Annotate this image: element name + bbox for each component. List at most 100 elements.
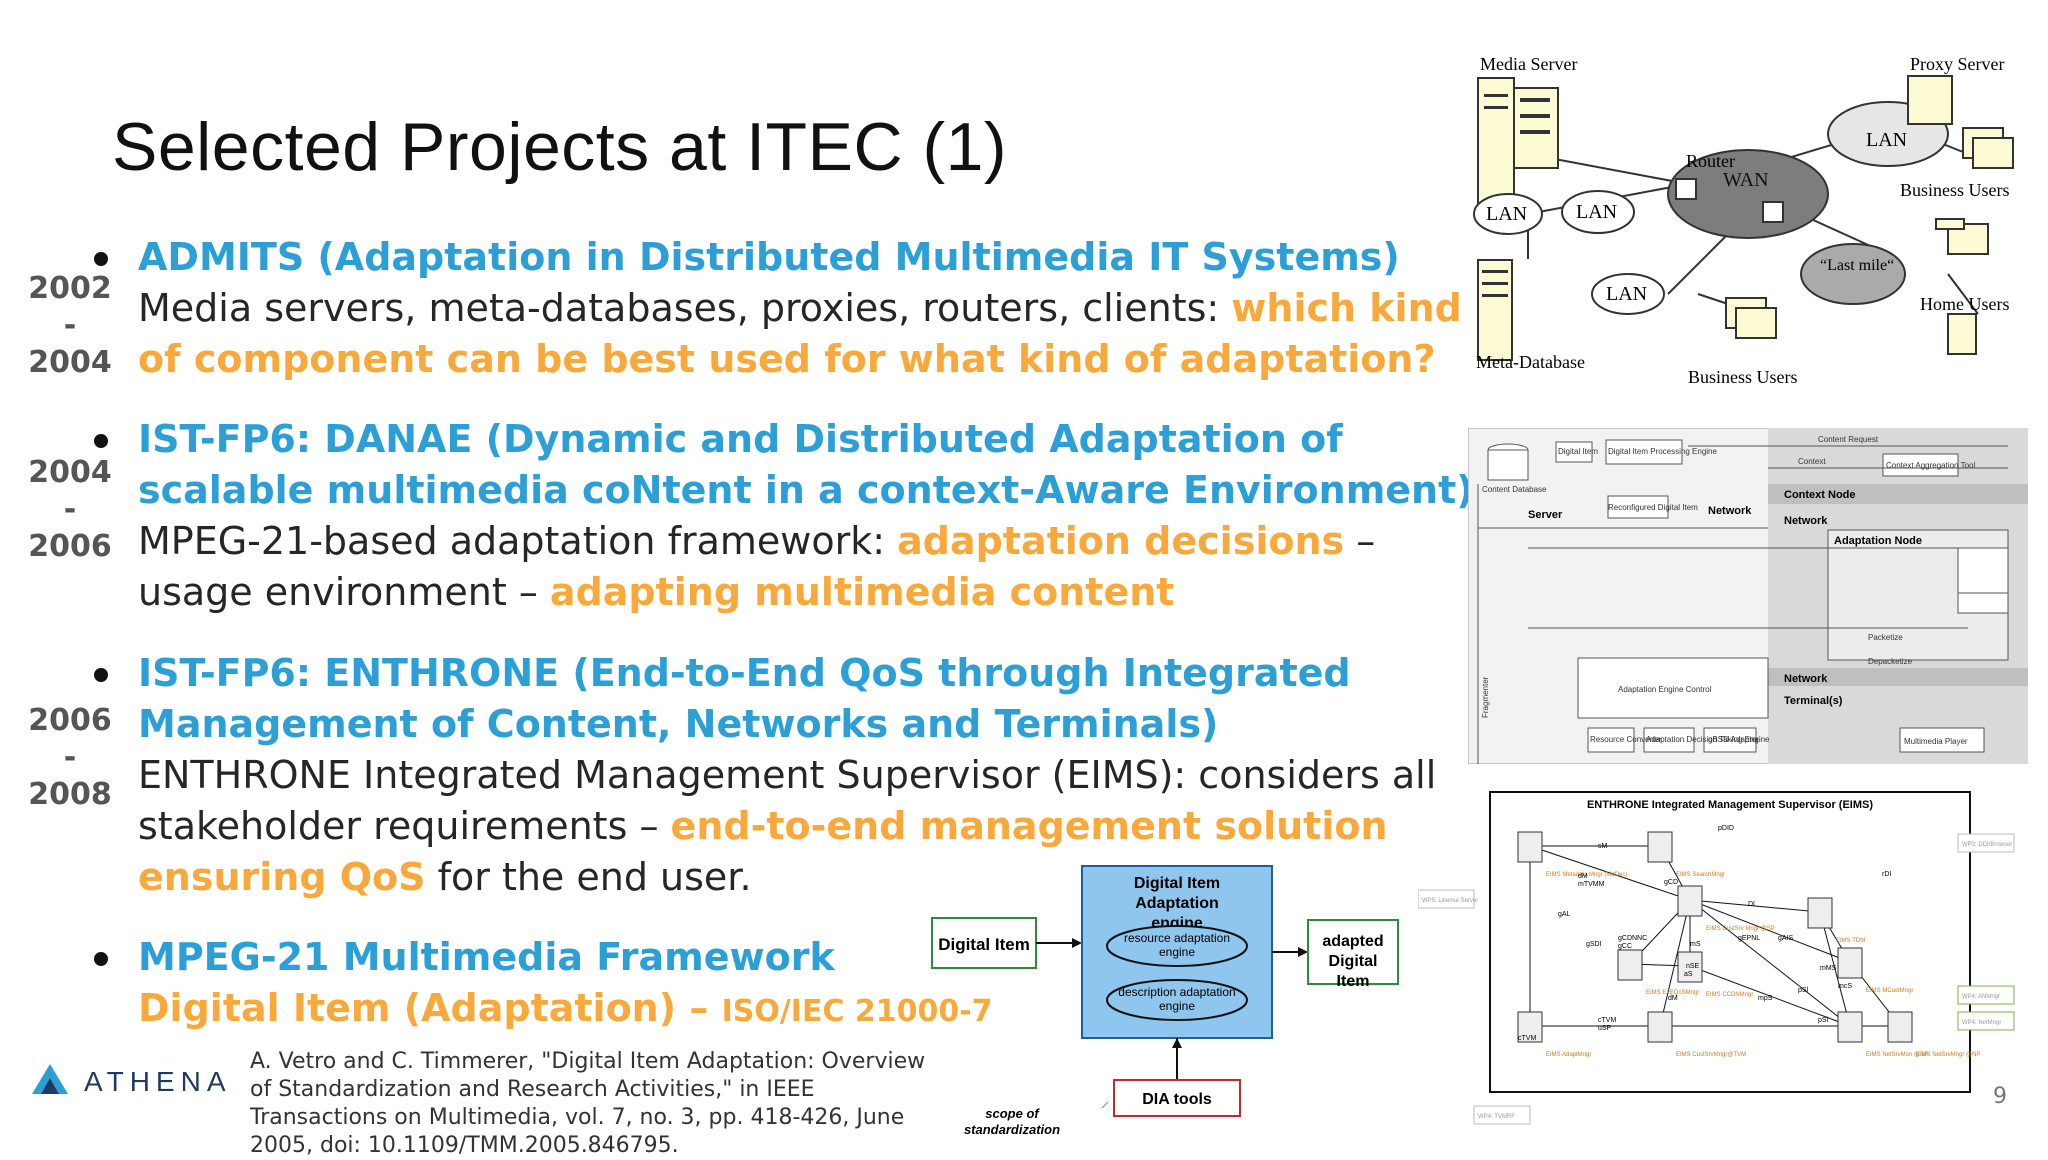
label-digital-item-box: Digital Item <box>938 935 1030 954</box>
label-terminals: Terminal(s) <box>1784 695 1843 707</box>
eims-edge-label: sM <box>1598 843 1608 850</box>
eims-server-icon <box>1647 831 1673 863</box>
label-depacketize: Depacketize <box>1868 657 1913 666</box>
label-network-1: Network <box>1708 505 1752 517</box>
bullet-icon <box>94 668 108 682</box>
meta-database-icon <box>1477 259 1513 361</box>
label-home-users: Home Users <box>1920 294 2009 314</box>
label-eims-title: ENTHRONE Integrated Management Superviso… <box>1587 799 1873 811</box>
label-digital-item: Digital Item <box>1558 447 1598 456</box>
eims-edge-label: mcS <box>1838 983 1852 990</box>
label-lan-3: LAN <box>1606 283 1647 305</box>
eims-node-label: EIMS CCDNMngr <box>1706 992 1753 998</box>
eims-server-icon <box>1647 1011 1673 1043</box>
eims-server-icon <box>1807 897 1833 929</box>
label-dia-tools: DIA tools <box>1142 1091 1212 1108</box>
eims-connection <box>1529 845 1691 901</box>
label-lan-proxy: LAN <box>1866 129 1907 151</box>
page-number: 9 <box>1993 1084 2007 1109</box>
year-text: - <box>63 308 77 343</box>
label-proxy-server: Proxy Server <box>1910 54 2004 74</box>
network-topology-figure: Media Server Meta-Database LAN LAN LAN R… <box>1473 54 2014 387</box>
eims-connection <box>1689 899 1821 913</box>
label-processing-engine: Digital Item Processing Engine <box>1608 447 1717 456</box>
label-network-2: Network <box>1784 515 1828 527</box>
eims-node-label: EIMS TDM <box>1836 938 1865 944</box>
citation: A. Vetro and C. Timmerer, "Digital Item … <box>250 1049 926 1158</box>
home-users-icon <box>1935 218 1989 355</box>
project-line: MPEG-21 Multimedia Framework <box>138 932 835 983</box>
project-text-segment: MPEG-21-based adaptation framework: <box>138 519 898 563</box>
project-line: scalable multimedia coNtent in a context… <box>138 465 1474 516</box>
project-text-segment: IST-FP6: ENTHRONE (End-to-End QoS throug… <box>138 651 1351 695</box>
eims-external-box <box>1418 889 1475 909</box>
eims-connection <box>1689 899 1851 1027</box>
project-line: ADMITS (Adaptation in Distributed Multim… <box>138 232 1400 283</box>
label-lan-1: LAN <box>1486 203 1527 225</box>
project-text-segment: MPEG-21 Multimedia Framework <box>138 935 835 979</box>
eims-external-label: WP4: TVMRF <box>1478 1114 1515 1120</box>
eims-server-icon <box>1887 1011 1913 1043</box>
label-adaptation-engine-control: Adaptation Engine Control <box>1618 685 1712 694</box>
label-router: Router <box>1686 151 1735 171</box>
label-content-database: Content Database <box>1482 485 1547 494</box>
project-text-segment: for the end user. <box>425 855 752 899</box>
eims-edge-label: mS <box>1690 941 1701 948</box>
year-text: 2002 <box>28 271 112 306</box>
eims-external-box <box>1957 985 2015 1005</box>
project-years: 2006-2008 <box>20 702 120 813</box>
project-text-segment: Management of Content, Networks and Term… <box>138 702 1219 746</box>
project-text-segment: ISO/IEC 21000-7 <box>721 994 993 1029</box>
label-adaptation-decision: Adaptation Decision Taking Engine <box>1646 735 1770 744</box>
danae-architecture-figure: Content Database Digital Item Digital It… <box>1468 428 2028 764</box>
label-last-mile: “Last mile“ <box>1820 257 1894 274</box>
eims-edge-label: mMS <box>1820 965 1837 972</box>
media-server-icon <box>1477 77 1559 209</box>
project-line: IST-FP6: DANAE (Dynamic and Distributed … <box>138 414 1343 465</box>
eims-edge-label: mTVMM <box>1578 881 1605 888</box>
project-line: MPEG-21-based adaptation framework: adap… <box>138 516 1375 567</box>
project-text-segment: IST-FP6: DANAE (Dynamic and Distributed … <box>138 417 1343 461</box>
eims-edge-label: mpS <box>1758 995 1773 1002</box>
eims-connection <box>1689 965 1851 1027</box>
eims-node-label: EIMS MCastMngr <box>1866 988 1913 994</box>
bullet-icon <box>94 952 108 966</box>
project-text-segment: adaptation decisions <box>897 519 1345 563</box>
business-users-icon-2 <box>1725 297 1777 339</box>
eims-edge-label: dM <box>1668 995 1678 1002</box>
project-line: Management of Content, Networks and Term… <box>138 699 1218 750</box>
eims-node-label: EIMS E2EQoSMngr <box>1646 990 1699 996</box>
proxy-server-icon <box>1907 75 1953 125</box>
eims-edge-label: nSE <box>1686 963 1700 970</box>
eims-edge-label: gAL <box>1558 911 1571 918</box>
label-network-3: Network <box>1784 673 1828 685</box>
project-line: usage environment – adapting multimedia … <box>138 567 1174 618</box>
label-meta-database: Meta-Database <box>1476 352 1585 372</box>
eims-edge-label: gCDNNC <box>1618 935 1647 942</box>
project-line: Media servers, meta-databases, proxies, … <box>138 283 1462 334</box>
project-years: 2002-2004 <box>20 270 120 381</box>
eims-edge-label: gEPNL <box>1738 935 1760 942</box>
eims-edge-label: gAIS <box>1778 935 1794 942</box>
project-years: 2004-2006 <box>20 454 120 565</box>
last-mile-cloud-icon <box>1800 243 1906 305</box>
eims-edge-label: gCC <box>1618 943 1632 950</box>
slide-title: Selected Projects at ITEC (1) <box>112 109 1008 185</box>
eims-edge-label: aS <box>1684 971 1693 978</box>
year-text: - <box>63 740 77 775</box>
year-text: 2006 <box>28 703 112 738</box>
label-adaptation-node: Adaptation Node <box>1834 535 1922 547</box>
eims-server-icon <box>1677 885 1703 917</box>
project-line: IST-FP6: ENTHRONE (End-to-End QoS throug… <box>138 648 1351 699</box>
eims-edge-label: pDID <box>1718 825 1734 832</box>
label-business-users-1: Business Users <box>1900 180 2010 200</box>
eims-node-label: EIMS NetSrvMon @SP <box>1866 1052 1928 1058</box>
project-text-segment: of component can be best used for what k… <box>138 337 1436 381</box>
eims-server-icon <box>1617 949 1643 981</box>
eims-external-box <box>1957 1011 2015 1031</box>
eims-node-label: EIMS CustSrvMngr@TVM <box>1676 1052 1746 1058</box>
eims-edge-label: cTVM <box>1598 1017 1616 1024</box>
label-media-server: Media Server <box>1480 54 1577 74</box>
logo-text: ATHENA <box>84 1066 232 1097</box>
